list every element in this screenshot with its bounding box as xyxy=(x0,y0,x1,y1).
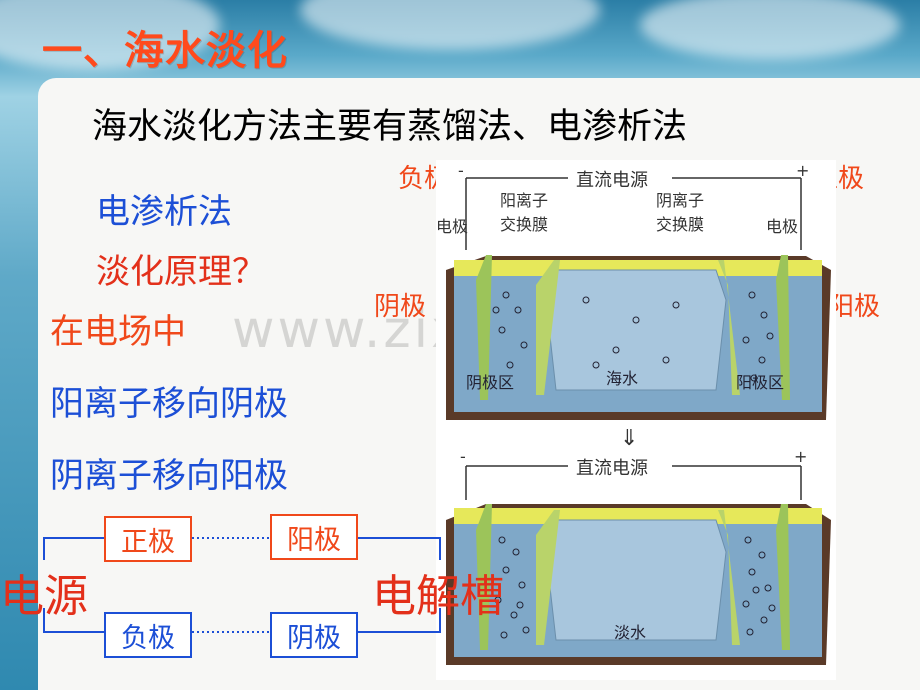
circuit-box-anode: 阳极 xyxy=(270,514,358,560)
minus-sign-2: - xyxy=(460,447,466,466)
circuit-box-pos: 正极 xyxy=(104,516,192,562)
cathode-label: 阴极 xyxy=(374,292,427,322)
question-label: 淡化原理？ xyxy=(96,252,266,292)
tank-after: - + 直流电源 淡水 xyxy=(446,447,831,665)
plus-sign-2: + xyxy=(794,447,807,466)
circuit-source-label: 电源 xyxy=(0,571,88,622)
cloud xyxy=(640,0,900,60)
seawater-label: 海水 xyxy=(606,369,638,388)
anion-membrane-label-1: 阴离子 xyxy=(656,191,704,210)
electrodialysis-diagram: - + 直流电源 电极 电极 阳离子 交换膜 阴离子 交换膜 阴极区 海水 阳极… xyxy=(436,160,836,680)
cation-membrane-label-2: 交换膜 xyxy=(500,215,548,234)
slide-title: 一、海水淡化 xyxy=(42,28,288,74)
circuit-box-cathode: 阴极 xyxy=(270,612,358,658)
circuit-cell-label: 电解槽 xyxy=(372,571,504,622)
cathode-zone-label: 阴极区 xyxy=(466,373,514,392)
anode-label: 阳极 xyxy=(828,292,881,322)
anode-zone-label: 阳极区 xyxy=(736,373,784,392)
tank-before: - + 直流电源 电极 电极 阳离子 交换膜 阴离子 交换膜 阴极区 海水 阳极… xyxy=(436,161,831,420)
line-electric-field: 在电场中 xyxy=(50,312,186,352)
anion-membrane-label-2: 交换膜 xyxy=(656,215,704,234)
dc-power-label: 直流电源 xyxy=(576,170,648,191)
method-label: 电渗析法 xyxy=(96,192,232,232)
watermark: www.zix xyxy=(232,300,465,360)
minus-sign: - xyxy=(458,161,464,180)
dc-power-label-2: 直流电源 xyxy=(576,458,648,479)
plus-sign: + xyxy=(796,161,809,180)
fresh-water-label: 淡水 xyxy=(614,623,646,642)
line-anion: 阴离子移向阳极 xyxy=(50,456,288,496)
cation-membrane-label-1: 阳离子 xyxy=(500,191,548,210)
electrode-label-left: 电极 xyxy=(436,217,468,236)
circuit-lines xyxy=(43,537,441,633)
down-arrow: ⇓ xyxy=(620,426,638,451)
circuit-box-neg: 负极 xyxy=(104,612,192,658)
subtitle: 海水淡化方法主要有蒸馏法、电渗析法 xyxy=(92,107,688,147)
line-cation: 阳离子移向阴极 xyxy=(50,384,288,424)
electrode-label-right: 电极 xyxy=(766,217,798,236)
